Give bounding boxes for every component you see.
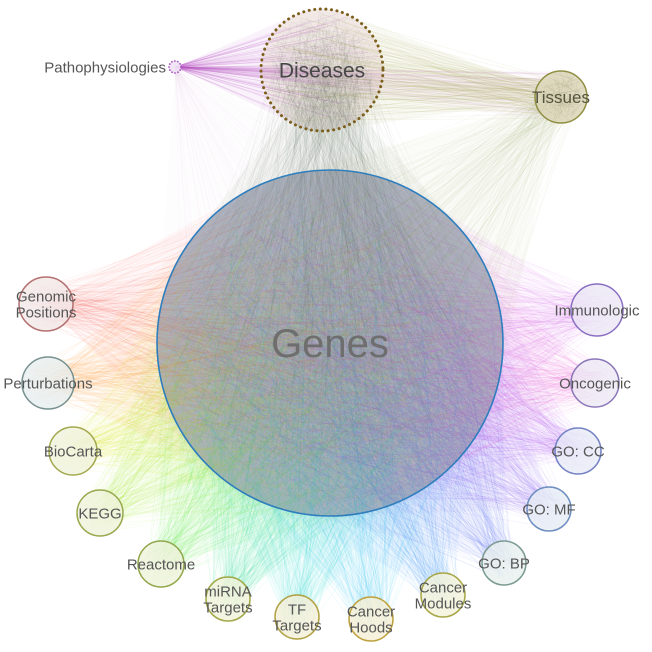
edge-bundle-mirna-targets-genes — [174, 181, 496, 617]
label-tf-targets: TF — [288, 601, 306, 618]
label-biocarta: BioCarta — [44, 443, 103, 460]
edge-bundle-diseases-genes — [164, 18, 492, 508]
edge-bundle-go-cc-genes — [166, 175, 598, 509]
node-genomic-positions[interactable] — [18, 276, 74, 332]
fan-wedge-genomic-positions-genes — [46, 170, 503, 516]
label-immunologic: Immunologic — [554, 302, 640, 319]
node-pathophysiologies[interactable] — [168, 60, 182, 74]
genes-disc — [157, 170, 503, 516]
label-perturbations: Perturbations — [3, 375, 92, 392]
label-cancer-hoods: Cancer — [347, 603, 395, 620]
node-go-mf[interactable] — [526, 486, 572, 532]
node-mirna-targets[interactable] — [205, 576, 251, 622]
label-genomic-positions: Positions — [16, 304, 77, 321]
node-go-cc[interactable] — [554, 427, 602, 475]
inner-edges-tissues — [535, 71, 587, 122]
diseases-disc — [261, 9, 383, 131]
label-tf-targets: Targets — [272, 617, 321, 634]
label-pathophysiologies: Pathophysiologies — [44, 59, 166, 76]
label-mirna-targets: miRNA — [204, 583, 252, 600]
edge-bundle-go-mf-genes — [164, 181, 567, 528]
fan-wedge-cancer-hoods-genes — [157, 170, 503, 619]
fan-wedge-immunologic-genes — [157, 170, 597, 516]
fan-wedge-kegg-genes — [100, 170, 503, 516]
node-reactome[interactable] — [137, 540, 185, 588]
node-diseases[interactable] — [259, 7, 385, 133]
inner-edges-diseases — [263, 10, 381, 129]
label-cancer-modules: Cancer — [419, 579, 467, 596]
edge-bundle-perturbations-genes — [27, 179, 487, 511]
label-cancer-hoods: Hoods — [349, 619, 392, 636]
fan-wedge-reactome-genes — [157, 170, 503, 564]
fan-wedge-go-mf-genes — [157, 170, 549, 516]
edge-bundle-tissues-genes — [176, 75, 583, 500]
fan-wedge-tissues-genes — [157, 97, 561, 516]
edge-bundle-biocarta-genes — [52, 180, 490, 501]
fan-wedge-pathophysiologies-diseases — [175, 9, 383, 131]
node-cancer-modules[interactable] — [420, 572, 466, 618]
edge-bundle-genomic-positions-genes — [25, 184, 492, 496]
label-go-mf: GO: MF — [522, 501, 575, 518]
node-cancer-hoods[interactable] — [348, 596, 394, 642]
label-go-cc: GO: CC — [551, 443, 605, 460]
label-tissues: Tissues — [532, 88, 590, 107]
label-genes: Genes — [271, 322, 389, 366]
edge-bundle-cancer-hoods-genes — [166, 184, 495, 638]
node-immunologic[interactable] — [570, 283, 624, 337]
fan-wedge-go-cc-genes — [157, 170, 578, 516]
label-go-bp: GO: BP — [478, 555, 530, 572]
fan-wedge-diseases-genes — [157, 70, 503, 516]
edge-bundle-tf-targets-genes — [167, 182, 489, 636]
edge-bundle-immunologic-genes — [165, 179, 618, 503]
label-reactome: Reactome — [127, 556, 195, 573]
node-tf-targets[interactable] — [274, 594, 320, 640]
edge-bundle-go-bp-genes — [177, 179, 523, 581]
label-diseases: Diseases — [279, 59, 365, 82]
node-oncogenic[interactable] — [570, 358, 620, 408]
label-genomic-positions: Genomic — [16, 288, 77, 305]
node-biocarta[interactable] — [48, 426, 98, 476]
edge-bundle-reactome-genes — [143, 183, 485, 583]
inner-edges-genes — [167, 176, 498, 512]
fan-wedge-oncogenic-genes — [157, 170, 595, 516]
node-go-bp[interactable] — [481, 540, 527, 586]
edge-bundle-kegg-genes — [82, 178, 487, 533]
fan-wedge-go-bp-genes — [157, 170, 504, 563]
node-tissues[interactable] — [534, 70, 588, 124]
node-perturbations[interactable] — [21, 356, 75, 410]
fan-wedge-cancer-modules-genes — [157, 170, 503, 595]
fan-wedge-mirna-targets-genes — [157, 170, 503, 599]
edge-bundle-cancer-modules-genes — [167, 183, 483, 613]
node-genes[interactable] — [156, 169, 504, 517]
fan-wedge-perturbations-genes — [48, 170, 503, 516]
label-oncogenic: Oncogenic — [559, 375, 631, 392]
node-kegg[interactable] — [76, 489, 124, 537]
label-mirna-targets: Targets — [203, 599, 252, 616]
edge-bundle-pathophysiologies-diseases — [174, 12, 380, 120]
edge-bundle-pathophysiologies-genes — [174, 66, 444, 501]
label-kegg: KEGG — [78, 505, 121, 522]
fan-wedge-tissues-diseases — [261, 9, 561, 131]
edge-bundle-pathophysiologies-tissues — [174, 66, 583, 116]
label-cancer-modules: Modules — [415, 595, 472, 612]
fan-wedge-tf-targets-genes — [157, 170, 503, 617]
